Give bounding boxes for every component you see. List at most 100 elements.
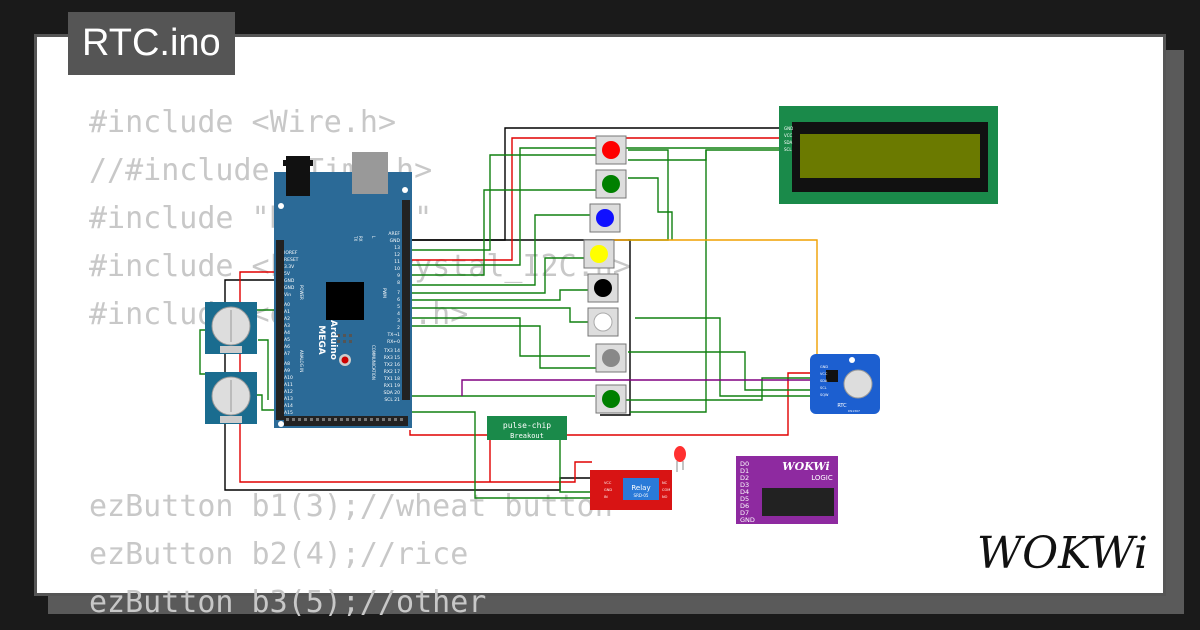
svg-text:7: 7 xyxy=(397,290,400,296)
svg-text:A8: A8 xyxy=(284,361,290,367)
usb-connector xyxy=(352,152,388,194)
svg-text:RX3 15: RX3 15 xyxy=(384,355,400,361)
svg-text:RX1 19: RX1 19 xyxy=(384,383,400,389)
code-line-8: ezButton b3(5);//other xyxy=(89,585,487,620)
sketch-title[interactable]: RTC.ino xyxy=(68,12,235,75)
lcd-display[interactable]: GND VCC SDA SCL xyxy=(779,106,998,204)
svg-text:A1: A1 xyxy=(284,309,290,315)
svg-text:GND: GND xyxy=(784,126,793,131)
svg-text:SDA: SDA xyxy=(784,140,793,145)
pushbutton-1[interactable] xyxy=(595,135,627,165)
svg-text:RX2 17: RX2 17 xyxy=(384,369,400,375)
svg-text:D5: D5 xyxy=(740,495,749,503)
rtc-module[interactable]: GND VCC SDA SCL SQW RTC DS1307 xyxy=(810,354,880,414)
rtc-chip xyxy=(826,370,838,382)
svg-text:A11: A11 xyxy=(284,382,293,388)
pwm-label: PWM xyxy=(382,288,387,298)
logic-pin-labels: D0 D1 D2 D3 D4 D5 D6 D7 GND xyxy=(740,460,755,524)
svg-text:NO: NO xyxy=(662,495,668,499)
lcd-pin-labels: GND VCC SDA SCL xyxy=(784,126,793,152)
svg-text:SCL: SCL xyxy=(820,386,827,390)
relay-module[interactable]: Relay SRD-05 VCC GND IN NC COM NO xyxy=(590,470,672,510)
svg-text:3: 3 xyxy=(397,318,400,324)
svg-text:VCC: VCC xyxy=(820,372,828,376)
svg-text:SDA 20: SDA 20 xyxy=(384,390,401,396)
pushbutton-7[interactable] xyxy=(595,343,627,373)
mount-hole xyxy=(278,421,284,427)
pushbutton-3[interactable] xyxy=(589,203,621,233)
l-led-label: L xyxy=(371,236,376,239)
power-pin-labels: IOREF RESET 3.3V 5V GND GND Vin xyxy=(284,250,299,298)
svg-text:A13: A13 xyxy=(284,396,293,402)
pushbutton-8[interactable] xyxy=(595,384,627,414)
svg-text:A0: A0 xyxy=(284,302,290,308)
right-header xyxy=(402,200,410,400)
svg-text:A9: A9 xyxy=(284,368,290,374)
svg-text:8: 8 xyxy=(397,280,400,286)
svg-text:GND: GND xyxy=(390,238,401,244)
svg-text:D6: D6 xyxy=(740,502,749,510)
svg-text:GND: GND xyxy=(284,285,295,291)
svg-text:10: 10 xyxy=(394,266,400,272)
svg-text:13: 13 xyxy=(394,245,400,251)
svg-text:Vin: Vin xyxy=(284,292,291,298)
logic-title: LOGIC xyxy=(811,474,833,482)
svg-text:SQW: SQW xyxy=(820,393,829,397)
code-line-7: ezButton b2(4);//rice xyxy=(89,537,469,572)
svg-text:A6: A6 xyxy=(284,344,290,350)
pulse-chip-breakout[interactable]: pulse-chip Breakout xyxy=(487,416,567,440)
mcu-chip xyxy=(326,282,364,320)
svg-text:A4: A4 xyxy=(284,330,290,336)
pushbutton-5[interactable] xyxy=(587,273,619,303)
logic-analyzer[interactable]: WOKWi LOGIC D0 D1 D2 D3 D4 D5 D6 D7 GND xyxy=(736,456,838,524)
mount-hole xyxy=(402,187,408,193)
svg-text:VCC: VCC xyxy=(784,133,793,138)
svg-text:GND: GND xyxy=(284,278,295,284)
digital-pin-labels: AREF GND 13 12 11 10 9 8 7 6 5 4 3 2 TX→… xyxy=(387,231,401,345)
wokwi-logo: WOKWi xyxy=(977,528,1148,579)
arduino-mega-board[interactable]: Arduino MEGA IOREF RESET 3.3V 5V GND GND… xyxy=(274,152,412,428)
svg-text:5V: 5V xyxy=(284,271,291,277)
rx-led-label: RX xyxy=(358,236,363,242)
potentiometer-2[interactable] xyxy=(205,372,257,424)
power-label: POWER xyxy=(299,285,304,300)
svg-text:IOREF: IOREF xyxy=(284,250,298,256)
svg-text:D7: D7 xyxy=(740,509,749,517)
pulse-chip-label: pulse-chip xyxy=(503,421,551,430)
potentiometer-1[interactable] xyxy=(205,302,257,354)
svg-text:5: 5 xyxy=(397,304,400,310)
svg-text:TX3 14: TX3 14 xyxy=(383,348,400,354)
svg-text:SDA: SDA xyxy=(820,379,828,383)
svg-text:TX1 18: TX1 18 xyxy=(383,376,400,382)
svg-text:RX←0: RX←0 xyxy=(387,339,400,345)
svg-text:A14: A14 xyxy=(284,403,293,409)
comm-pin-labels: TX3 14 RX3 15 TX2 16 RX2 17 TX1 18 RX1 1… xyxy=(383,348,400,403)
svg-text:RESET: RESET xyxy=(284,257,299,263)
svg-text:A12: A12 xyxy=(284,389,293,395)
pushbutton-6[interactable] xyxy=(587,307,619,337)
svg-text:COM: COM xyxy=(662,488,670,492)
board-name: Arduino xyxy=(328,320,338,360)
svg-text:D4: D4 xyxy=(740,488,749,496)
mount-hole xyxy=(278,203,284,209)
tx-led-label: TX xyxy=(353,235,358,241)
svg-text:A15: A15 xyxy=(284,410,293,416)
left-header xyxy=(276,240,284,420)
logic-brand: WOKWi xyxy=(782,460,829,473)
red-led[interactable] xyxy=(674,446,686,472)
svg-text:SCL: SCL xyxy=(784,147,792,152)
analog-label: ANALOG IN xyxy=(299,350,304,372)
svg-text:D3: D3 xyxy=(740,481,749,489)
relay-sublabel: SRD-05 xyxy=(634,493,649,498)
comm-label: COMMUNICATION xyxy=(371,345,376,380)
svg-text:SCL 21: SCL 21 xyxy=(384,397,400,403)
svg-text:TX2 16: TX2 16 xyxy=(383,362,400,368)
pushbutton-2[interactable] xyxy=(595,169,627,199)
svg-text:VCC: VCC xyxy=(604,481,612,485)
svg-text:NC: NC xyxy=(662,481,668,485)
analog-pin-labels: A0 A1 A2 A3 A4 A5 A6 A7 A8 A9 A10 A11 A1… xyxy=(284,302,293,416)
pushbutton-4[interactable] xyxy=(583,239,615,269)
star-icon xyxy=(849,357,855,363)
svg-text:A10: A10 xyxy=(284,375,293,381)
